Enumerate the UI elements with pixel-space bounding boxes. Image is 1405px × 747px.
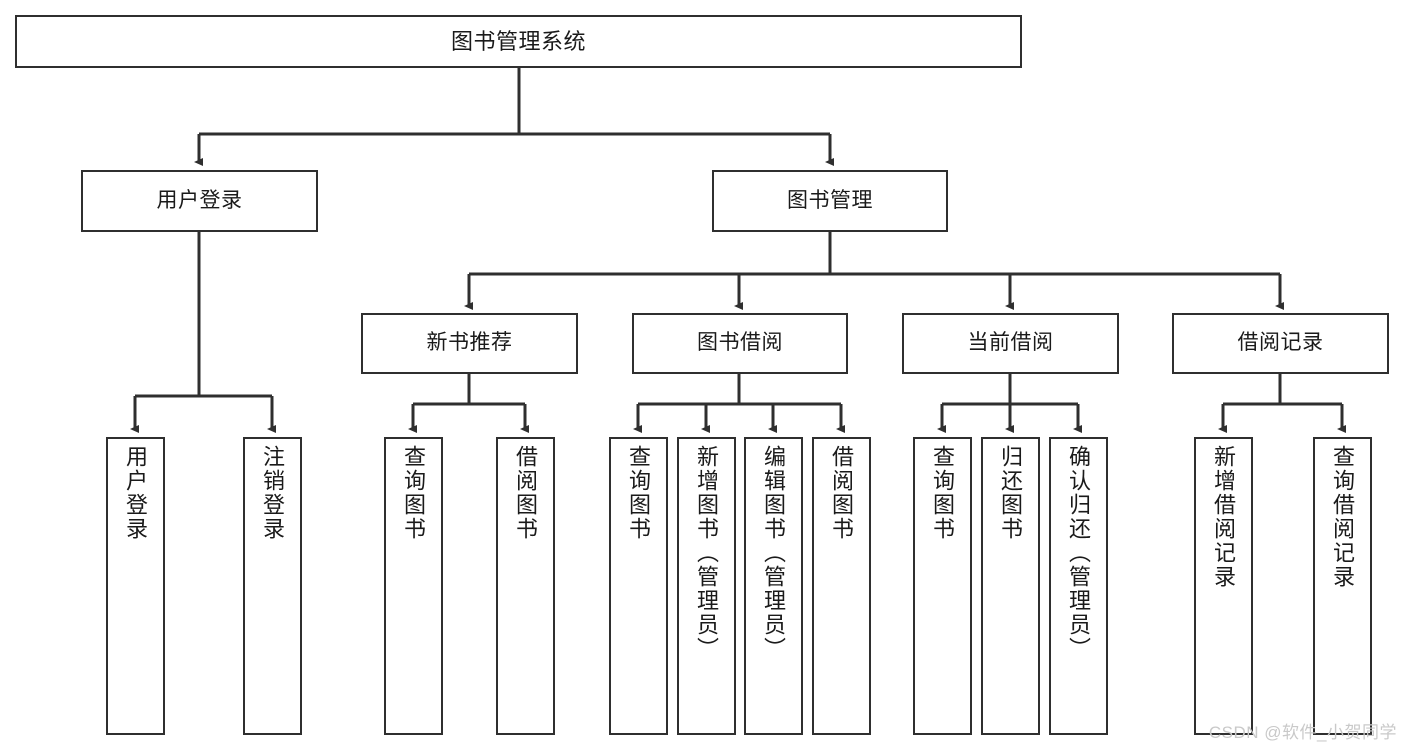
node-leaf-return-book[interactable]: 归还图书 [981,437,1040,735]
node-label: 借阅图书 [829,445,855,541]
node-leaf-borrow-book-2[interactable]: 借阅图书 [812,437,871,735]
node-leaf-add-record[interactable]: 新增借阅记录 [1194,437,1253,735]
node-leaf-query-record[interactable]: 查询借阅记录 [1313,437,1372,735]
node-book-manage[interactable]: 图书管理 [712,170,948,232]
node-borrow-record[interactable]: 借阅记录 [1172,313,1389,374]
node-book-management-system[interactable]: 图书管理系统 [15,15,1022,68]
node-book-borrow[interactable]: 图书借阅 [632,313,848,374]
node-new-book-recommend[interactable]: 新书推荐 [361,313,578,374]
node-label: 查询图书 [930,445,956,541]
node-leaf-confirm-return[interactable]: 确认归还（管理员） [1049,437,1108,735]
node-label: 确认归还（管理员） [1066,445,1092,661]
node-label: 新增借阅记录 [1211,445,1237,589]
node-leaf-query-book-1[interactable]: 查询图书 [384,437,443,735]
node-label: 注销登录 [260,445,286,541]
node-leaf-query-book-3[interactable]: 查询图书 [913,437,972,735]
node-leaf-query-book-2[interactable]: 查询图书 [609,437,668,735]
node-label: 图书借阅 [697,331,783,355]
node-leaf-edit-book[interactable]: 编辑图书（管理员） [744,437,803,735]
node-leaf-borrow-book-1[interactable]: 借阅图书 [496,437,555,735]
node-label: 用户登录 [156,188,243,212]
node-label: 归还图书 [998,445,1024,541]
watermark-text: CSDN @软件_小贺同学 [1208,723,1397,742]
node-current-borrow[interactable]: 当前借阅 [902,313,1119,374]
node-leaf-user-login[interactable]: 用户登录 [106,437,165,735]
node-leaf-add-book[interactable]: 新增图书（管理员） [677,437,736,735]
node-label: 当前借阅 [967,331,1054,355]
node-label: 借阅图书 [513,445,539,541]
node-label: 借阅记录 [1237,331,1324,355]
node-label: 新书推荐 [426,331,513,355]
node-user-login[interactable]: 用户登录 [81,170,318,232]
node-label: 编辑图书（管理员） [761,445,787,661]
node-label: 用户登录 [123,445,149,541]
node-label: 新增图书（管理员） [694,445,720,661]
node-label: 查询图书 [401,445,427,541]
node-leaf-logout-login[interactable]: 注销登录 [243,437,302,735]
node-label: 查询借阅记录 [1330,445,1356,589]
node-label: 图书管理 [787,188,873,212]
node-label: 查询图书 [626,445,652,541]
node-label: 图书管理系统 [450,28,586,54]
